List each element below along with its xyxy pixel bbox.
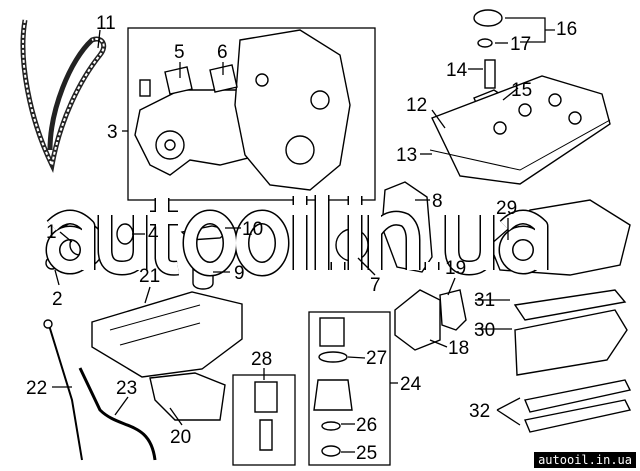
callout-5: 5 bbox=[174, 42, 185, 63]
water-pump-hub bbox=[164, 139, 176, 151]
callout-6: 6 bbox=[217, 42, 228, 63]
timing-cover bbox=[234, 29, 351, 191]
site-badge: autooil.in.ua bbox=[534, 452, 636, 468]
oil-pan-ribs bbox=[109, 304, 201, 346]
intake-plenum bbox=[514, 309, 628, 376]
timing-cover-boss bbox=[255, 73, 269, 87]
leader-lines bbox=[52, 17, 555, 453]
callout-7: 7 bbox=[370, 275, 381, 296]
filter-bracket bbox=[394, 289, 441, 351]
plug-hole bbox=[548, 93, 562, 107]
callout-8: 8 bbox=[432, 191, 443, 212]
manifold-gasket bbox=[513, 289, 627, 321]
callout-12: 12 bbox=[406, 95, 427, 116]
filter-housing bbox=[313, 379, 353, 411]
callout-4: 4 bbox=[148, 224, 159, 245]
callout-11: 11 bbox=[96, 13, 116, 34]
callout-27: 27 bbox=[366, 348, 387, 369]
callout-10: 10 bbox=[242, 219, 263, 240]
filler-tube bbox=[484, 59, 496, 89]
callout-20: 20 bbox=[170, 427, 191, 448]
callout-18: 18 bbox=[448, 338, 469, 359]
callout-24: 24 bbox=[400, 374, 422, 395]
cap-seal bbox=[477, 38, 493, 48]
callout-31: 31 bbox=[474, 290, 495, 311]
plug-hole bbox=[568, 111, 582, 125]
timing-chain-links bbox=[22, 19, 105, 169]
callout-30: 30 bbox=[474, 320, 495, 341]
filter-element-kit bbox=[254, 381, 278, 413]
callout-13: 13 bbox=[396, 145, 417, 166]
front-seal bbox=[116, 223, 134, 245]
watermark-logo bbox=[45, 195, 549, 277]
timing-cover-group-box bbox=[127, 27, 376, 201]
dipstick-handle bbox=[43, 319, 53, 329]
timing-cover-seal bbox=[285, 135, 315, 165]
filter-drain-pipe bbox=[259, 419, 273, 451]
oil-filter-group-box bbox=[308, 311, 391, 466]
gasket-6 bbox=[209, 64, 238, 93]
lower-oil-pan bbox=[149, 372, 226, 421]
gasket-5 bbox=[164, 66, 193, 95]
callout-25: 25 bbox=[356, 443, 377, 464]
dipstick bbox=[47, 321, 83, 461]
head-cover-gasket bbox=[429, 119, 611, 171]
callout-28: 28 bbox=[251, 349, 272, 370]
drain-o-ring bbox=[321, 421, 341, 431]
bracket-gasket bbox=[439, 289, 467, 331]
cylinder-head-cover bbox=[431, 75, 611, 185]
drain-plug bbox=[321, 445, 341, 457]
plug-hole bbox=[518, 103, 532, 117]
plenum-gasket bbox=[524, 399, 632, 433]
timing-chain bbox=[20, 19, 107, 173]
callout-17: 17 bbox=[510, 34, 531, 55]
callout-16: 16 bbox=[556, 19, 577, 40]
callout-2: 2 bbox=[52, 289, 63, 310]
plug-hole bbox=[493, 121, 507, 135]
filter-element bbox=[319, 317, 345, 347]
timing-cover-port bbox=[310, 90, 330, 110]
callout-1: 1 bbox=[46, 222, 57, 243]
oil-filler-cap bbox=[473, 9, 503, 27]
callout-19: 19 bbox=[445, 258, 466, 279]
callout-26: 26 bbox=[356, 415, 377, 436]
callout-9: 9 bbox=[234, 263, 245, 284]
callout-21: 21 bbox=[139, 266, 160, 287]
callout-3: 3 bbox=[107, 122, 118, 143]
plenum-gasket bbox=[524, 379, 632, 413]
callout-14: 14 bbox=[446, 60, 468, 81]
callout-23: 23 bbox=[116, 378, 137, 399]
dipstick-guide bbox=[78, 367, 157, 461]
filter-o-ring bbox=[318, 351, 348, 363]
callout-22: 22 bbox=[26, 378, 47, 399]
bolt bbox=[139, 79, 151, 97]
callout-15: 15 bbox=[511, 80, 532, 101]
callout-29: 29 bbox=[496, 198, 517, 219]
callout-32: 32 bbox=[469, 401, 490, 422]
oil-pan bbox=[91, 291, 243, 378]
